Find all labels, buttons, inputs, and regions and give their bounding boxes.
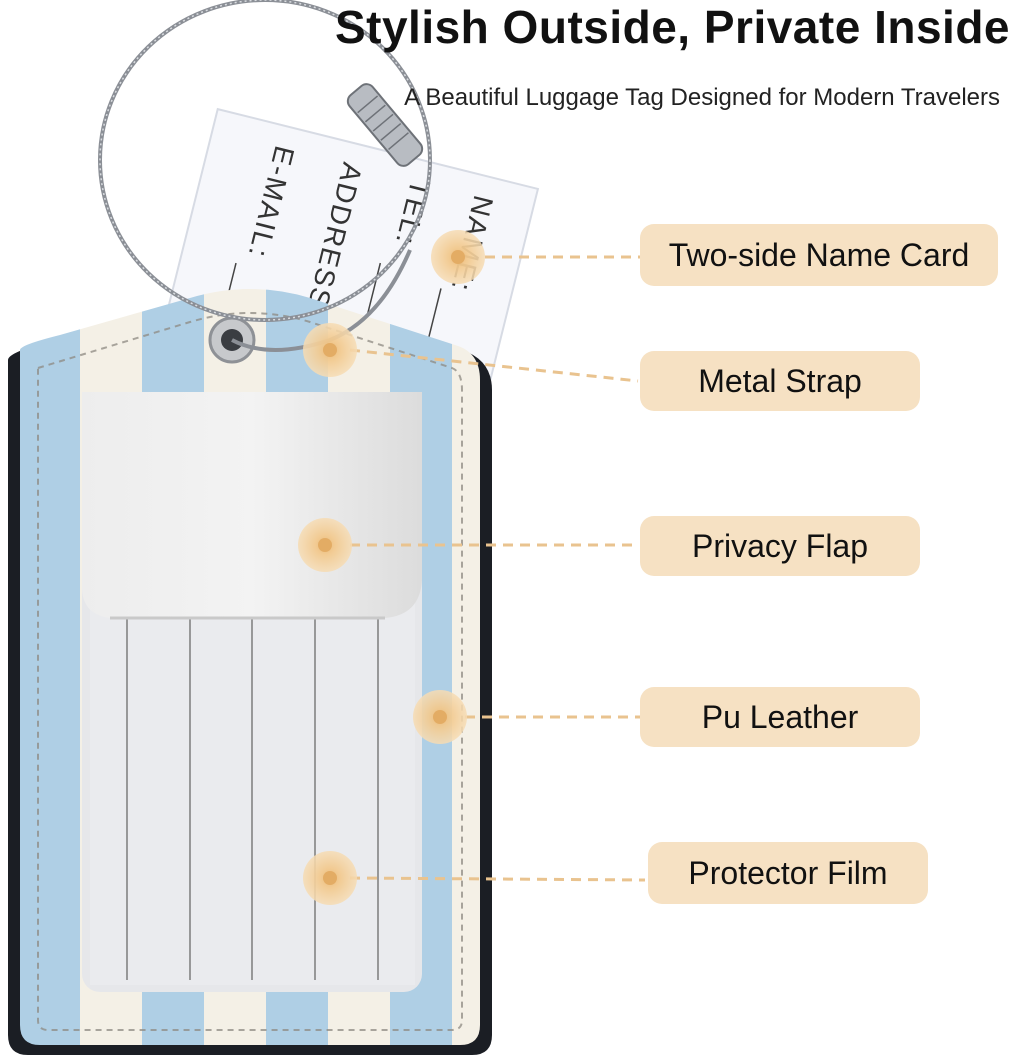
- subheadline: A Beautiful Luggage Tag Designed for Mod…: [404, 84, 1000, 111]
- headline: Stylish Outside, Private Inside: [334, 1, 1010, 53]
- callout-metal-strap: Metal Strap: [640, 351, 920, 411]
- marker-protector-film: [303, 851, 357, 905]
- callout-pu-leather: Pu Leather: [640, 687, 920, 747]
- marker-pu-leather: [413, 690, 467, 744]
- markers: [298, 230, 485, 905]
- marker-name-card: [431, 230, 485, 284]
- tag-stitching: [37, 312, 463, 1031]
- callout-two-side-name-card: Two-side Name Card: [640, 224, 998, 286]
- leather-tag: [8, 289, 492, 1055]
- leader-line-metal-strap: [349, 348, 639, 383]
- metal-strap: [98, 0, 432, 352]
- leader-lines: [349, 255, 646, 882]
- protector-film: [90, 600, 415, 985]
- callout-protector-film: Protector Film: [648, 842, 928, 904]
- privacy-flap: [82, 392, 422, 620]
- callout-privacy-flap: Privacy Flap: [640, 516, 920, 576]
- marker-privacy-flap: [298, 518, 352, 572]
- marker-metal-strap: [303, 323, 357, 377]
- leader-line-protector-film: [349, 876, 646, 882]
